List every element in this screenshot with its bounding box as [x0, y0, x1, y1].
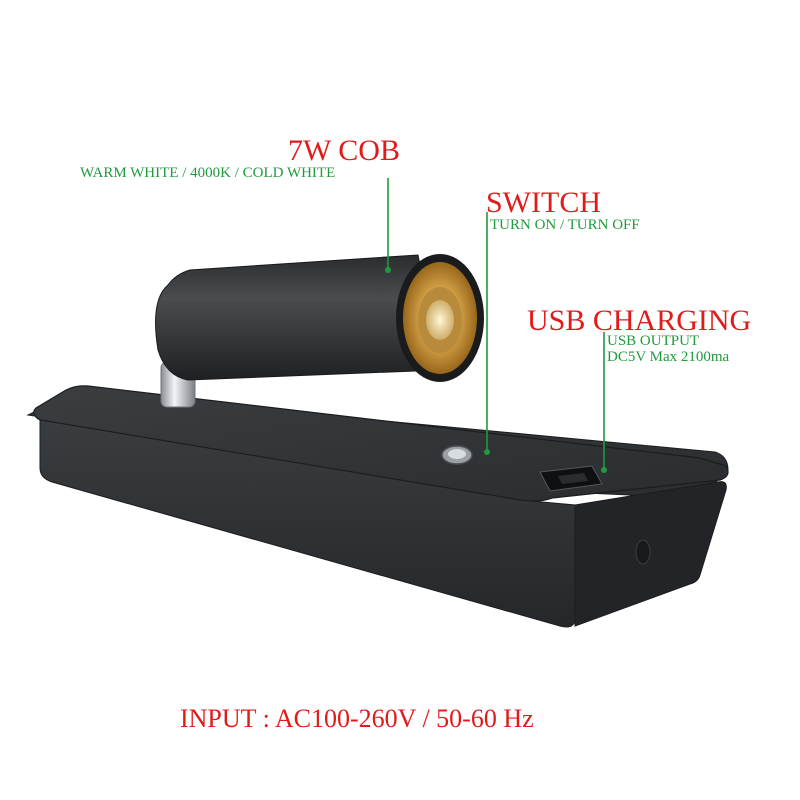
- switch-title: SWITCH: [486, 186, 601, 219]
- usb-title: USB CHARGING: [527, 304, 752, 337]
- cob-title: 7W COB: [288, 134, 400, 167]
- base-side-face: [574, 481, 727, 627]
- side-dimmer-knob: [635, 539, 651, 565]
- usb-output-label: USB OUTPUT: [607, 333, 700, 349]
- spotlight-body: [155, 254, 441, 381]
- cob-subtitle: WARM WHITE / 4000K / COLD WHITE: [80, 165, 336, 181]
- usb-output-spec: DC5V Max 2100ma: [607, 349, 730, 365]
- input-spec: INPUT : AC100-260V / 50-60 Hz: [180, 704, 534, 733]
- cob-led-chip: [426, 300, 454, 340]
- switch-subtitle: TURN ON / TURN OFF: [490, 217, 640, 233]
